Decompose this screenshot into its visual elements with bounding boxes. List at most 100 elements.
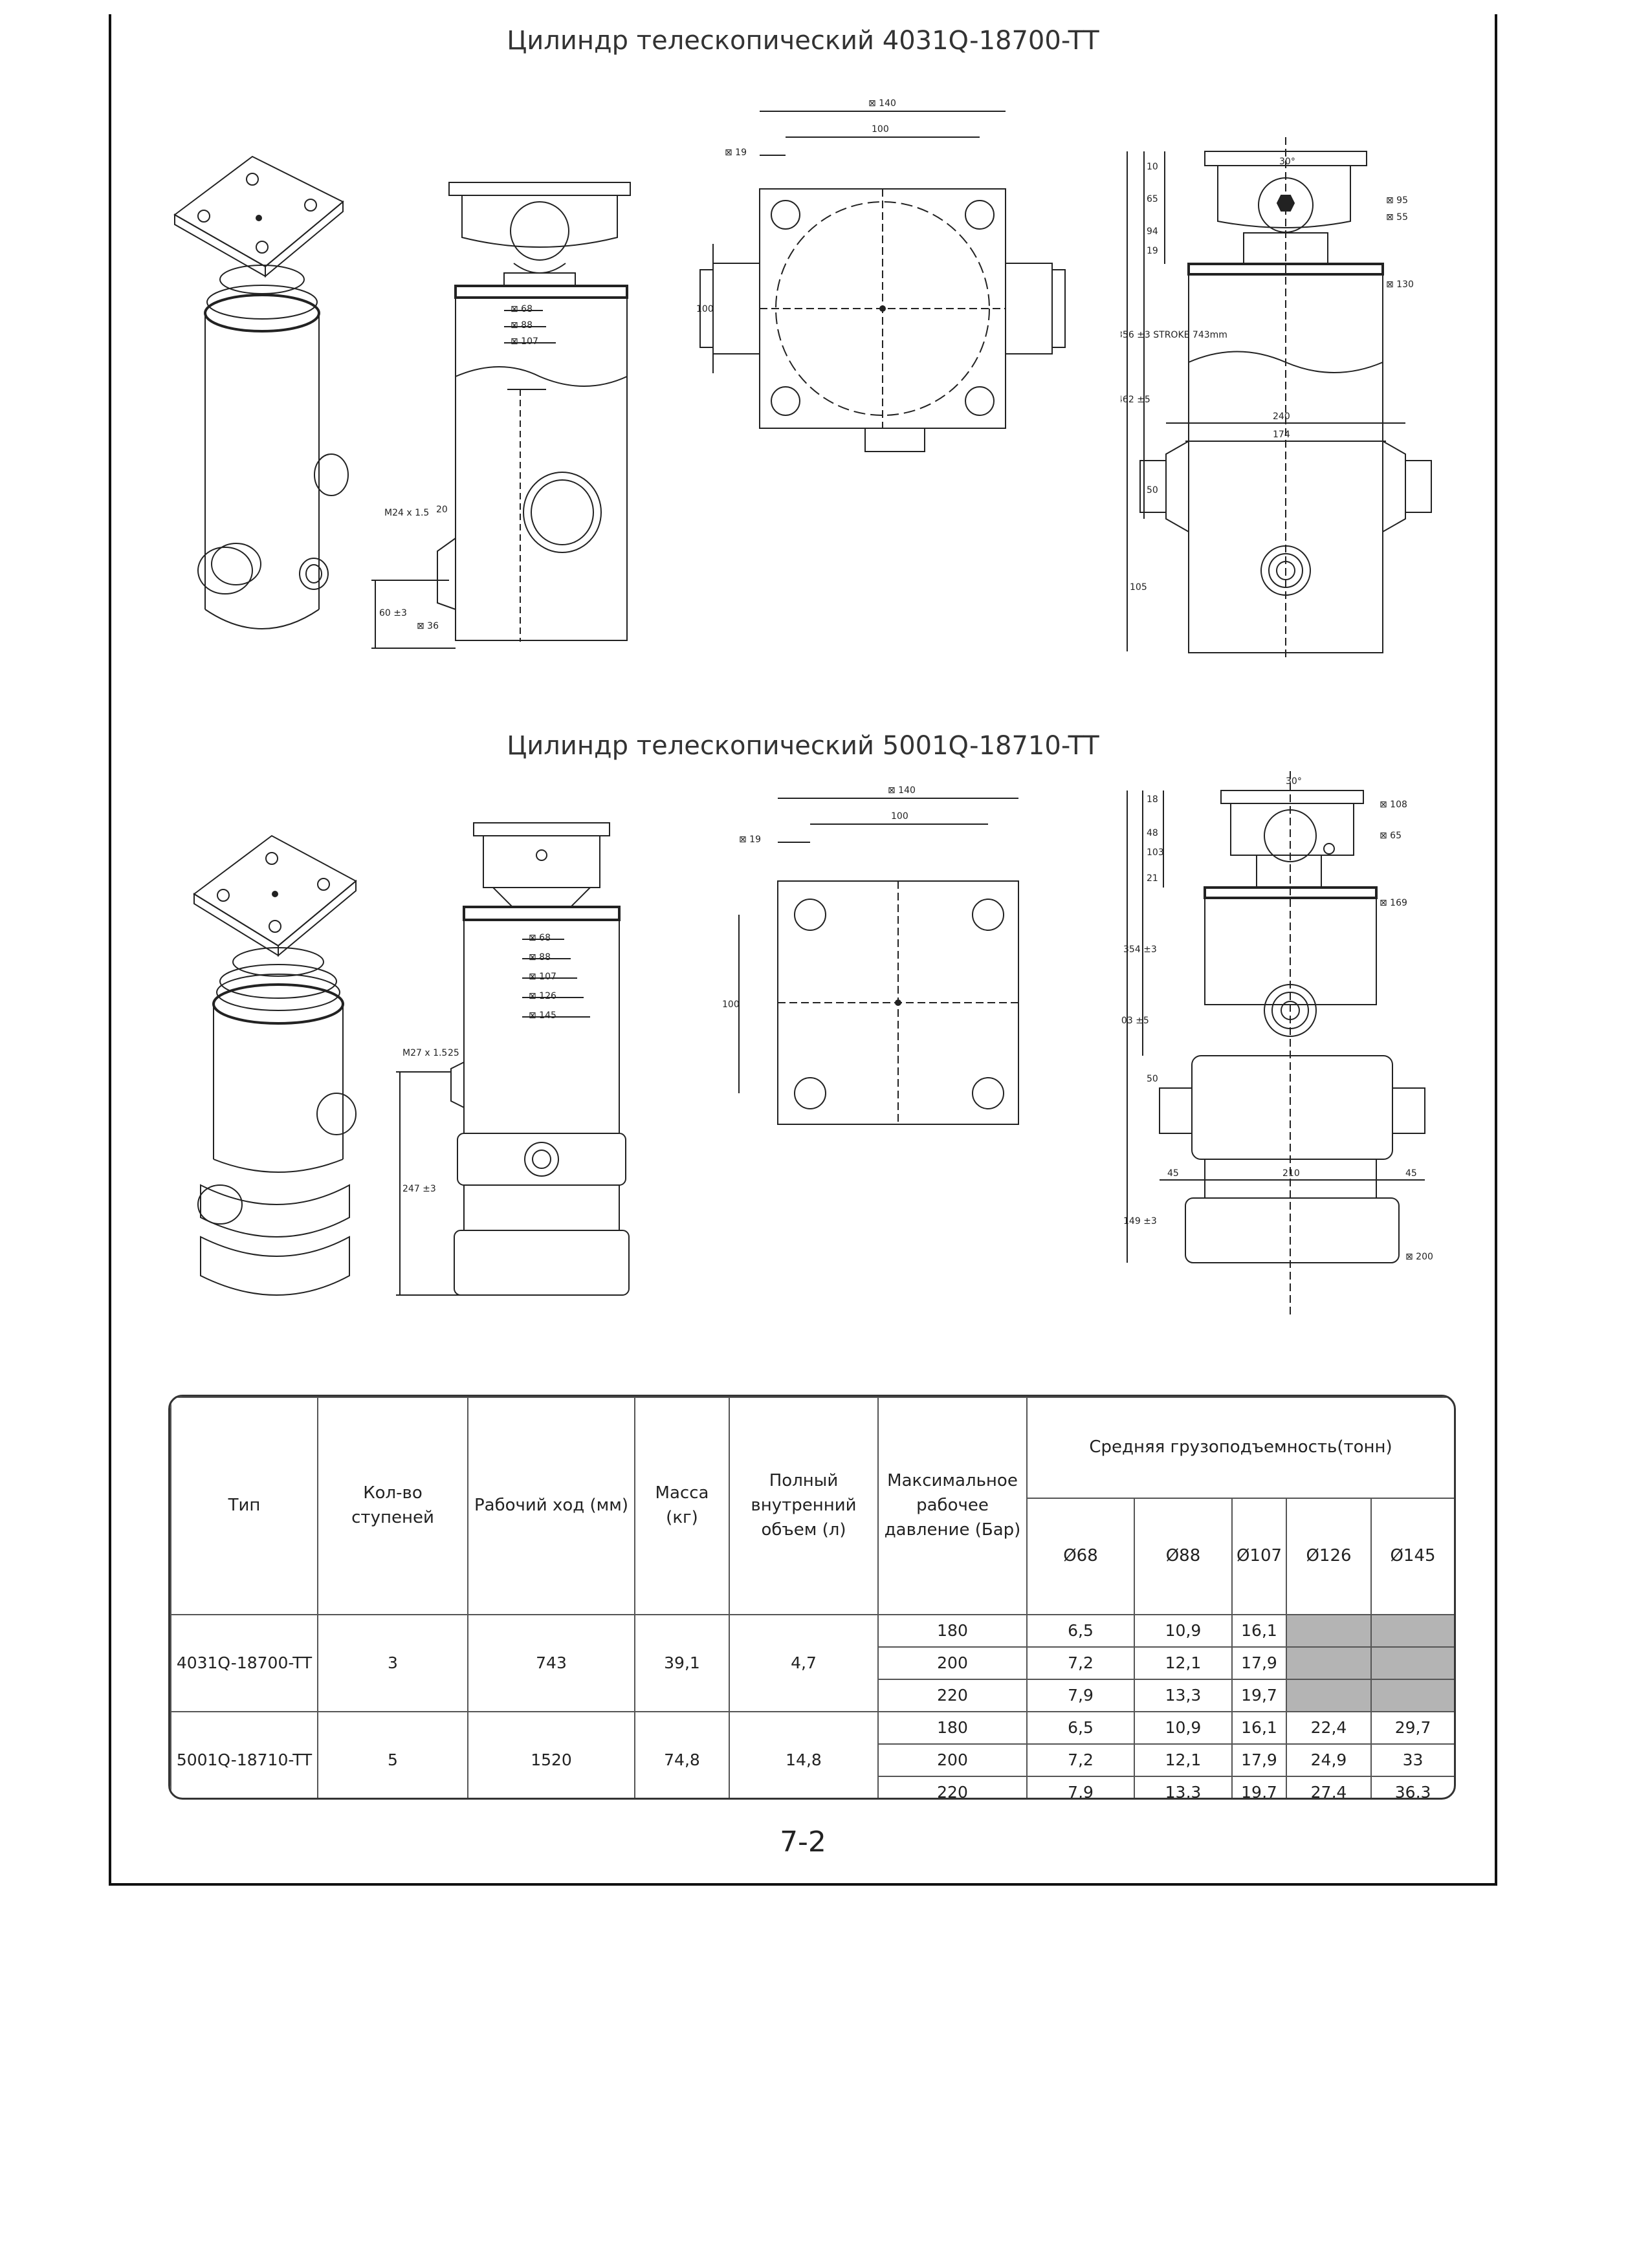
dim-sq107: ⊠ 107 — [511, 336, 538, 347]
header-pressure: Максимальное рабочее давление (Бар) — [877, 1397, 1028, 1615]
cell-value: 27,4 — [1286, 1776, 1372, 1798]
page-frame: Цилиндр телескопический 4031Q-18700-TT — [109, 14, 1497, 1886]
cylinder1-top-view: ⊠ 140 100 ⊠ 19 100 — [674, 79, 1075, 467]
table-row: 200 7,2 12,1 17,9 24,9 33 — [171, 1743, 1454, 1777]
dim-sq130: ⊠ 130 — [1386, 279, 1414, 290]
cell-value: 29,7 — [1370, 1711, 1454, 1745]
cell-value: 6,5 — [1026, 1614, 1135, 1648]
dim-h48: 48 — [1147, 828, 1158, 838]
dim-w20: 20 — [436, 505, 448, 515]
dim-m27: M27 x 1.5 — [402, 1048, 447, 1058]
dim-sq88: ⊠ 88 — [529, 952, 551, 963]
dim-stroke: 356 ±3 STROKE 743mm — [1121, 330, 1227, 340]
cell-type: 4031Q-18700-TT — [170, 1614, 318, 1712]
cell-pressure: 220 — [877, 1776, 1028, 1798]
dim-w100: 100 — [872, 124, 889, 135]
cylinder2-front-view: 30° 18 48 103 21 354 ±3 503 ±5 50 149 ±3… — [1121, 758, 1483, 1340]
cell-value: 36,3 — [1370, 1776, 1454, 1798]
cell-value: 12,1 — [1134, 1646, 1233, 1680]
cell-value: 19,7 — [1231, 1776, 1287, 1798]
cell-stages: 5 — [317, 1711, 468, 1798]
dim-m24: M24 x 1.5 — [384, 508, 429, 518]
dim-h21: 21 — [1147, 873, 1158, 884]
dim-h149: 149 ±3 — [1123, 1216, 1157, 1227]
cell-value: 10,9 — [1134, 1614, 1233, 1648]
cylinder2-top-view: ⊠ 140 100 ⊠ 19 100 — [713, 765, 1101, 1166]
cell-pressure: 200 — [877, 1646, 1028, 1680]
cylinder1-isometric-drawing — [149, 144, 421, 648]
cell-value: 6,5 — [1026, 1711, 1135, 1745]
cell-value: 13,3 — [1134, 1679, 1233, 1712]
dim-h105: 105 — [1130, 582, 1147, 593]
dim-w174: 174 — [1273, 430, 1290, 440]
cell-value: 17,9 — [1231, 1743, 1287, 1777]
dim-w100: 100 — [891, 811, 908, 822]
cylinder2-side-view: 247 ±3 M27 x 1.5 25 ⊠ 68 ⊠ 88 ⊠ 107 ⊠ 12… — [390, 803, 674, 1314]
dim-sq140: ⊠ 140 — [868, 98, 896, 109]
dim-total: 462 ±5 — [1121, 395, 1150, 405]
section2-title: Цилиндр телескопический 5001Q-18710-TT — [507, 731, 1099, 761]
dim-h65: 65 — [1147, 194, 1158, 204]
table-row: 200 7,2 12,1 17,9 — [171, 1646, 1454, 1680]
dim-sq19: ⊠ 19 — [725, 147, 747, 158]
cell-stages: 3 — [317, 1614, 468, 1712]
dim-h247: 247 ±3 — [402, 1184, 436, 1194]
cell-value: 17,9 — [1231, 1646, 1287, 1680]
cell-mass: 74,8 — [634, 1711, 730, 1798]
dim-sq68: ⊠ 68 — [529, 933, 551, 943]
dim-h18: 18 — [1147, 794, 1158, 805]
header-d145: Ø145 — [1370, 1498, 1454, 1615]
cell-pressure: 180 — [877, 1614, 1028, 1648]
cell-empty-shaded — [1370, 1614, 1454, 1648]
cell-pressure: 200 — [877, 1743, 1028, 1777]
cell-value: 10,9 — [1134, 1711, 1233, 1745]
cell-value: 22,4 — [1286, 1711, 1372, 1745]
header-type: Тип — [170, 1397, 318, 1615]
dim-sq169: ⊠ 169 — [1380, 898, 1407, 908]
cell-empty-shaded — [1286, 1614, 1372, 1648]
table-row: 5001Q-18710-TT 5 1520 74,8 14,8 180 6,5 … — [170, 1711, 1454, 1798]
dim-sq108: ⊠ 108 — [1380, 800, 1407, 810]
dim-a30: 30° — [1286, 776, 1302, 787]
specs-table: Тип Кол-во ступеней Рабочий ход (мм) Мас… — [170, 1397, 1454, 1798]
specs-table-container: Тип Кол-во ступеней Рабочий ход (мм) Мас… — [168, 1395, 1456, 1800]
header-stroke: Рабочий ход (мм) — [467, 1397, 635, 1615]
section1-title: Цилиндр телескопический 4031Q-18700-TT — [507, 26, 1099, 56]
cell-volume: 14,8 — [729, 1711, 879, 1798]
table-row: 4031Q-18700-TT 3 743 39,1 4,7 180 6,5 10… — [170, 1614, 1454, 1712]
dim-w240: 240 — [1273, 411, 1290, 422]
dim-sq95: ⊠ 95 — [1386, 195, 1408, 206]
header-capacity: Средняя грузоподъемность(тонн) — [1026, 1397, 1454, 1499]
dim-h60: 60 ±3 — [379, 608, 407, 618]
dim-h354: 354 ±3 — [1123, 944, 1157, 955]
cell-value: 7,2 — [1026, 1743, 1135, 1777]
cylinder1-front-view: 30° 10 65 94 19 356 ±3 STROKE 743mm 462 … — [1121, 118, 1483, 674]
cell-pressure: 220 — [877, 1679, 1028, 1712]
dim-h100: 100 — [722, 999, 740, 1010]
dim-h10: 10 — [1147, 162, 1158, 172]
dim-total: 503 ±5 — [1121, 1016, 1149, 1026]
dim-w45a: 45 — [1167, 1168, 1179, 1179]
dim-sq68: ⊠ 68 — [511, 304, 533, 314]
dim-w25: 25 — [448, 1048, 459, 1058]
dim-sq36: ⊠ 36 — [417, 621, 439, 631]
header-mass: Масса (кг) — [634, 1397, 730, 1615]
cell-volume: 4,7 — [729, 1614, 879, 1712]
dim-h100: 100 — [696, 304, 714, 314]
dim-h50: 50 — [1147, 485, 1158, 496]
table-row: 220 7,9 13,3 19,7 27,4 36,3 — [171, 1776, 1454, 1798]
page-number: 7-2 — [780, 1826, 826, 1859]
cell-value: 16,1 — [1231, 1614, 1287, 1648]
cylinder2-isometric-drawing — [149, 823, 421, 1340]
cell-empty-shaded — [1370, 1646, 1454, 1680]
header-d107: Ø107 — [1231, 1498, 1287, 1615]
cell-type: 5001Q-18710-TT — [170, 1711, 318, 1798]
cylinder1-side-view: 60 ±3 M24 x 1.5 20 ⊠ 36 ⊠ 68 ⊠ 88 ⊠ 107 — [365, 163, 650, 661]
dim-h94: 94 — [1147, 226, 1158, 237]
cell-value: 7,9 — [1026, 1776, 1135, 1798]
dim-w45b: 45 — [1405, 1168, 1417, 1179]
cell-value: 33 — [1370, 1743, 1454, 1777]
cell-value: 12,1 — [1134, 1743, 1233, 1777]
cell-mass: 39,1 — [634, 1614, 730, 1712]
cell-value: 24,9 — [1286, 1743, 1372, 1777]
